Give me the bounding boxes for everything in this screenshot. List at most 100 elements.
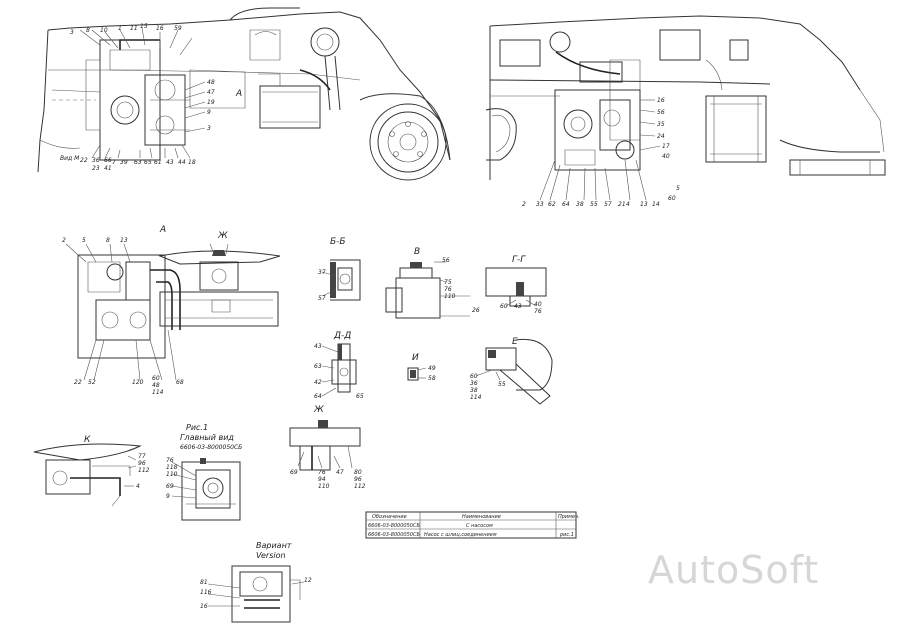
label: 8 <box>106 237 110 244</box>
label: 96 <box>138 460 146 467</box>
label: 16 <box>200 603 208 610</box>
label: 15 <box>140 23 148 30</box>
label: 114 <box>152 389 164 396</box>
label: 66 <box>104 157 112 164</box>
table-header: Обозначение <box>372 514 407 520</box>
view-dd-section <box>321 343 357 397</box>
label: 112 <box>138 467 150 474</box>
label: 58 <box>428 375 436 382</box>
label: 2 <box>522 201 526 208</box>
label: 81 <box>200 579 208 586</box>
label: 114 <box>470 394 482 401</box>
label: 43 <box>314 343 322 350</box>
label: 9 <box>207 109 211 116</box>
view-title-dd: Д-Д <box>333 331 351 341</box>
labels-top-left: 3 8 10 1 11 15 16 59 A 48 47 19 9 3 18 4… <box>60 23 242 172</box>
label: 64 <box>314 393 322 400</box>
label: 57 <box>318 295 326 302</box>
label: 13 <box>640 201 648 208</box>
label: 52 <box>88 379 96 386</box>
view-zh-detail <box>289 420 361 471</box>
table-header: Наименование <box>462 514 501 520</box>
figure-caption: Рис.1 Главный вид 6606-03-8000050СБ <box>180 423 242 451</box>
label: 48 <box>207 79 215 86</box>
label: 19 <box>207 99 215 106</box>
variant-title: Вариант <box>256 541 292 550</box>
label: 110 <box>166 471 178 478</box>
label: 60 <box>470 373 478 380</box>
label: 75 <box>444 279 452 286</box>
label: 23 <box>92 165 100 172</box>
view-title-e: Е <box>512 337 518 347</box>
table-cell: С насосом <box>466 523 493 529</box>
watermark: AutoSoft <box>648 548 820 592</box>
label: 120 <box>132 379 144 386</box>
figure-code: 6606-03-8000050СБ <box>180 444 242 451</box>
view-titles: А Б-Б В Г-Г Д-Д И Е Ж Ж К <box>84 225 526 445</box>
label: 8 <box>86 27 90 34</box>
label: 77 <box>138 453 146 460</box>
label: 4 <box>626 201 630 208</box>
label: A <box>235 89 242 99</box>
label: Вид М <box>60 155 80 162</box>
view-k-detail <box>33 443 142 507</box>
view-a-detail <box>65 243 281 381</box>
table-cell: Насос с шлиц.соединением <box>424 532 497 538</box>
label: 69 <box>166 483 174 490</box>
label: 18 <box>188 159 196 166</box>
labels-top-right: 2 33 62 64 38 55 57 4 13 16 56 35 24 17 … <box>522 97 680 208</box>
table-cell: рис.1 <box>559 532 574 538</box>
label: 33 <box>536 201 544 208</box>
label: 5 <box>82 237 86 244</box>
label: 38 <box>470 387 478 394</box>
view-bb-section <box>321 259 361 301</box>
label: 61 <box>154 159 162 166</box>
label: 47 <box>336 469 344 476</box>
label: 41 <box>104 165 112 172</box>
label: 68 <box>176 379 184 386</box>
label: 76 <box>444 286 452 293</box>
label: 43 <box>166 159 174 166</box>
label: 60 <box>668 195 676 202</box>
label: 112 <box>354 483 366 490</box>
table-cell: 6606-03-8000050СБ <box>368 523 420 529</box>
view-title-zh: Ж <box>313 405 324 415</box>
label: 64 <box>562 201 570 208</box>
view-title-bb: Б-Б <box>330 237 346 247</box>
label: 76 <box>534 308 542 315</box>
view-title-gg: Г-Г <box>512 255 526 265</box>
variant-view <box>207 565 305 623</box>
view-gg-section <box>485 267 547 307</box>
label: 43 <box>514 303 522 310</box>
label: 42 <box>314 379 322 386</box>
label: 56 <box>657 109 665 116</box>
labels-view-a: 2 5 8 13 22 52 120 60 48 114 68 <box>62 237 184 396</box>
label: 24 <box>657 133 665 140</box>
label: 56 <box>442 257 450 264</box>
label: 118 <box>166 464 178 471</box>
label: 21 <box>618 201 626 208</box>
labels-views: 37 57 56 75 76 110 26 60 43 40 76 43 63 … <box>136 257 542 610</box>
fig1-main-view <box>171 458 241 521</box>
side-view-right <box>485 15 886 201</box>
label: 10 <box>100 27 108 34</box>
label: 11 <box>130 25 138 32</box>
table-cell: 6606-03-8000050СБ <box>368 532 420 538</box>
label: 36 <box>92 157 100 164</box>
label: 60 <box>152 375 160 382</box>
label: 39 <box>120 159 128 166</box>
view-title-zh-a: Ж <box>217 231 228 241</box>
label: 65 <box>144 159 152 166</box>
label: 63 <box>134 159 142 166</box>
side-view-left <box>37 7 451 181</box>
spec-table: Обозначение Наименование Примеч. 6606-03… <box>365 511 580 539</box>
label: 13 <box>120 237 128 244</box>
label: 12 <box>304 577 312 584</box>
view-title-a: А <box>159 225 166 235</box>
label: 69 <box>290 469 298 476</box>
label: 5 <box>676 185 680 192</box>
label: 96 <box>354 476 362 483</box>
view-title-v: В <box>414 247 420 257</box>
view-title-i: И <box>412 353 419 363</box>
label: 40 <box>534 301 542 308</box>
